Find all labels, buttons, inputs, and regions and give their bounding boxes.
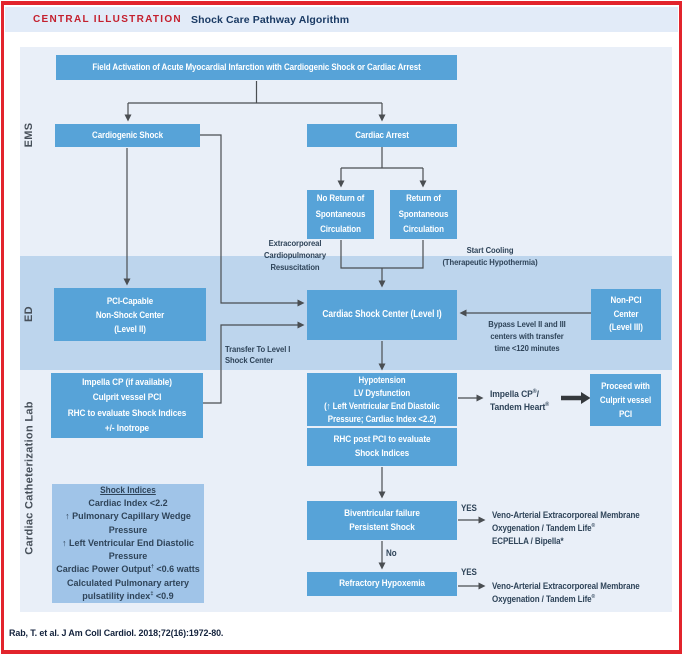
label-start-cooling: Start Cooling(Therapeutic Hypothermia) (442, 245, 538, 267)
connector-field-split (128, 81, 382, 104)
thick-arrow-head (581, 392, 591, 404)
superscript-symbol: † (150, 564, 154, 571)
arrow-cardiogenic-to-shock-center (200, 134, 305, 307)
figure-title: Shock Care Pathway Algorithm (190, 13, 350, 26)
node-field-activation: Field Activation of Acute Myocardial Inf… (56, 55, 457, 80)
superscript-symbol: ® (591, 523, 596, 529)
superscript-symbol: ® (545, 401, 550, 408)
superscript-symbol: ® (532, 388, 537, 395)
node-cardiac-shock-center: Cardiac Shock Center (Level I) (307, 290, 457, 340)
node-impella-cp: Impella CP (if available)Culprit vessel … (51, 373, 203, 438)
header-kicker: CENTRAL ILLUSTRATION (33, 14, 182, 25)
label-yes-refractory: YES (461, 567, 477, 577)
arrow-impella-transfer (203, 321, 305, 404)
node-cardiac-arrest: Cardiac Arrest (307, 124, 457, 147)
citation: Rab, T. et al. J Am Coll Cardiol. 2018;7… (9, 627, 224, 638)
thick-arrow-to-proceed (561, 392, 591, 404)
figure-header: CENTRAL ILLUSTRATION Shock Care Pathway … (5, 7, 678, 32)
connector-rosc-merge (340, 240, 424, 269)
connector-arrest-split (341, 147, 423, 169)
label-yes-biventricular: YES (461, 503, 477, 513)
shock-indices-box: Shock Indices Cardiac Index <2.2↑ Pulmon… (52, 484, 204, 603)
node-cardiogenic-shock: Cardiogenic Shock (55, 124, 200, 147)
node-refractory: Refractory Hypoxemia (307, 572, 457, 596)
superscript-symbol: ® (591, 594, 596, 600)
connector-lines (123, 81, 591, 590)
shock-indices-title: Shock Indices (100, 485, 156, 496)
label-no-biventricular: No (386, 548, 397, 558)
superscript-symbol: ‡ (150, 590, 154, 597)
label-impella-tandem: Impella CP®/Tandem Heart® (490, 388, 550, 413)
